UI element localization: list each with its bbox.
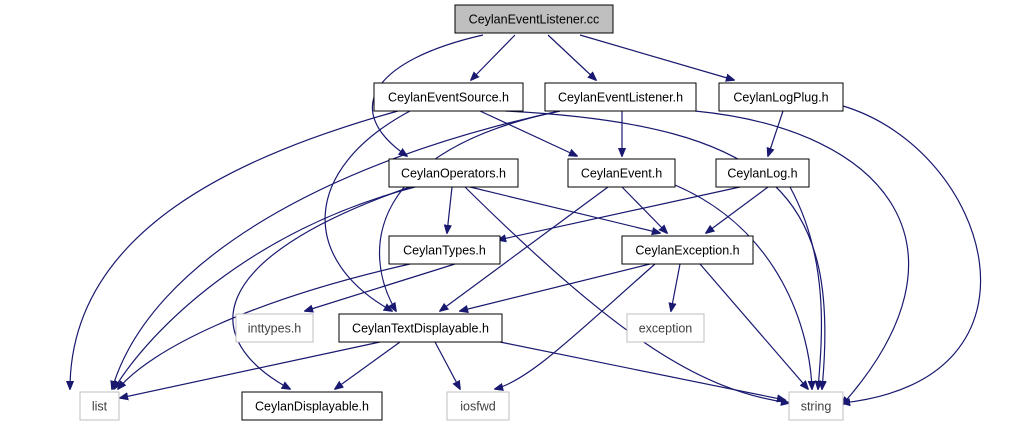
- edge-logplug-h-to-log-h: [768, 110, 784, 156]
- node-box: [388, 235, 501, 265]
- edge-textdisplayable-h-to-list: [120, 341, 381, 398]
- node-label: CeylanDisplayable.h: [255, 400, 369, 414]
- edge-source-h-to-event-h: [479, 110, 577, 156]
- edge-listener-h-to-textdisplayable-h: [379, 110, 561, 311]
- edge-exception-h-to-textdisplayable-h: [460, 263, 651, 311]
- edge-types-h-to-list: [118, 263, 411, 389]
- node-label: CeylanTypes.h: [403, 244, 486, 258]
- node-label: list: [92, 400, 108, 414]
- edge-root-to-listener-h: [547, 34, 596, 80]
- node-box: [454, 4, 614, 34]
- node-label: inttypes.h: [248, 322, 302, 336]
- node-box: [235, 313, 314, 343]
- node-box: [621, 235, 754, 265]
- node-inttypes-h[interactable]: inttypes.h: [235, 313, 314, 343]
- node-box: [718, 82, 844, 112]
- edge-operators-h-to-exception-h: [469, 186, 660, 233]
- edge-source-h-to-list: [70, 110, 399, 389]
- node-label: CeylanEventListener.cc: [469, 13, 600, 27]
- edge-event-h-to-exception-h: [621, 186, 667, 233]
- edge-operators-h-to-string: [464, 186, 789, 403]
- node-label: CeylanOperators.h: [401, 167, 506, 181]
- node-label: exception: [639, 322, 693, 336]
- edge-operators-h-to-list: [114, 186, 416, 389]
- edge-event-h-to-string: [674, 184, 812, 389]
- node-listener-h[interactable]: CeylanEventListener.h: [544, 82, 697, 112]
- edge-operators-h-to-displayable-h: [232, 186, 411, 389]
- node-list[interactable]: list: [79, 391, 120, 421]
- node-label: CeylanException.h: [635, 244, 739, 258]
- node-string[interactable]: string: [788, 391, 844, 421]
- node-box: [388, 158, 519, 188]
- node-root[interactable]: CeylanEventListener.cc: [454, 4, 614, 34]
- node-box: [373, 82, 524, 112]
- node-event-h[interactable]: CeylanEvent.h: [567, 158, 676, 188]
- node-label: string: [801, 400, 832, 414]
- edge-root-to-logplug-h: [579, 34, 734, 80]
- node-label: CeylanLogPlug.h: [733, 91, 828, 105]
- edge-listener-h-to-string: [694, 110, 910, 405]
- edges-layer: [70, 34, 982, 405]
- edge-textdisplayable-h-to-displayable-h: [335, 341, 401, 389]
- edge-root-to-source-h: [471, 34, 516, 80]
- node-box: [241, 391, 383, 421]
- node-log-h[interactable]: CeylanLog.h: [715, 158, 810, 188]
- edge-textdisplayable-h-to-string: [499, 341, 785, 400]
- node-box: [79, 391, 120, 421]
- node-operators-h[interactable]: CeylanOperators.h: [388, 158, 519, 188]
- node-displayable-h[interactable]: CeylanDisplayable.h: [241, 391, 383, 421]
- node-box: [626, 313, 705, 343]
- node-label: CeylanTextDisplayable.h: [352, 322, 489, 336]
- edge-log-h-to-string: [789, 186, 821, 389]
- node-box: [788, 391, 844, 421]
- node-textdisplayable-h[interactable]: CeylanTextDisplayable.h: [338, 313, 503, 343]
- node-box: [544, 82, 697, 112]
- node-label: CeylanEvent.h: [581, 167, 662, 181]
- edge-types-h-to-inttypes-h: [305, 263, 456, 311]
- node-box: [338, 313, 503, 343]
- node-types-h[interactable]: CeylanTypes.h: [388, 235, 501, 265]
- edge-listener-h-to-list: [112, 110, 561, 389]
- node-label: CeylanEventSource.h: [388, 91, 509, 105]
- node-exception[interactable]: exception: [626, 313, 705, 343]
- node-label: CeylanLog.h: [727, 167, 797, 181]
- node-label: iosfwd: [460, 400, 495, 414]
- node-box: [715, 158, 810, 188]
- edge-log-h-to-types-h: [498, 186, 741, 240]
- edge-exception-h-to-iosfwd: [495, 263, 656, 389]
- edge-exception-h-to-string: [699, 263, 808, 389]
- edge-textdisplayable-h-to-iosfwd: [434, 341, 460, 389]
- edge-operators-h-to-types-h: [447, 186, 453, 233]
- edge-log-h-to-exception-h: [706, 186, 769, 233]
- node-box: [446, 391, 510, 421]
- edge-logplug-h-to-string: [842, 105, 982, 403]
- nodes-layer: CeylanEventListener.ccCeylanEventSource.…: [79, 4, 844, 421]
- node-logplug-h[interactable]: CeylanLogPlug.h: [718, 82, 844, 112]
- node-label: CeylanEventListener.h: [558, 91, 683, 105]
- node-iosfwd[interactable]: iosfwd: [446, 391, 510, 421]
- edge-event-h-to-textdisplayable-h: [440, 186, 609, 311]
- node-box: [567, 158, 676, 188]
- node-source-h[interactable]: CeylanEventSource.h: [373, 82, 524, 112]
- node-exception-h[interactable]: CeylanException.h: [621, 235, 754, 265]
- edge-exception-h-to-exception: [671, 263, 681, 311]
- edge-source-h-to-textdisplayable-h: [324, 110, 411, 311]
